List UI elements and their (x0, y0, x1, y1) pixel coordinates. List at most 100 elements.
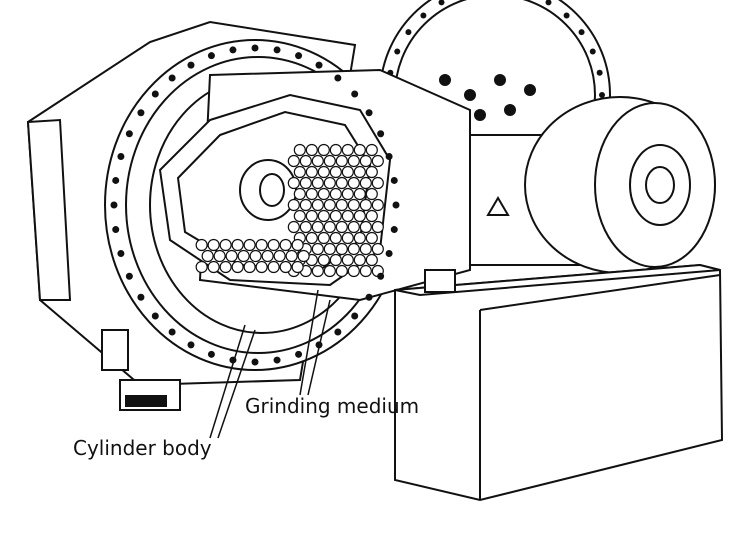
bolt (377, 272, 385, 280)
ball (335, 176, 348, 190)
ball (299, 154, 312, 168)
ball (341, 231, 354, 245)
ball (299, 198, 312, 212)
ball (231, 238, 244, 252)
ball (335, 154, 348, 168)
bolt (295, 52, 303, 60)
disc-bolt (420, 12, 427, 19)
ball (291, 238, 304, 252)
ball (213, 249, 226, 263)
bolt (168, 328, 176, 336)
ball (317, 143, 330, 157)
disc-hole (439, 74, 451, 86)
bolt (365, 293, 373, 301)
ball (371, 176, 384, 190)
bolt (229, 46, 237, 54)
ball (365, 187, 378, 201)
ball (255, 260, 268, 274)
bolt (168, 74, 176, 82)
disc-bolt (563, 12, 570, 19)
ball (359, 154, 372, 168)
ball (371, 242, 384, 256)
disc-bolt (599, 92, 605, 98)
bolt (315, 61, 323, 69)
bolt (207, 52, 215, 60)
ball (359, 176, 372, 190)
ball (317, 231, 330, 245)
ball (249, 249, 262, 263)
ball (243, 260, 256, 274)
ball (317, 209, 330, 223)
disc-hole (464, 89, 476, 101)
bolt (110, 201, 118, 209)
bolt (207, 350, 215, 358)
disc-hole (524, 84, 536, 96)
ball (273, 249, 286, 263)
ball (347, 176, 360, 190)
ball (305, 143, 318, 157)
ball (347, 198, 360, 212)
ball (341, 165, 354, 179)
ball (201, 249, 214, 263)
bolt (385, 250, 393, 258)
ball (365, 231, 378, 245)
bolt (390, 226, 398, 234)
ball (329, 209, 342, 223)
ball (341, 187, 354, 201)
ball (299, 220, 312, 234)
ball (335, 198, 348, 212)
ball (335, 242, 348, 256)
bolt (351, 312, 359, 320)
disc-hole (474, 109, 486, 121)
ball (287, 154, 300, 168)
bolt (112, 226, 120, 234)
bolt (334, 328, 342, 336)
bolt (137, 109, 145, 117)
ball (305, 187, 318, 201)
ball (341, 209, 354, 223)
ball (353, 165, 366, 179)
ball (329, 253, 342, 267)
ball (347, 242, 360, 256)
ball (353, 253, 366, 267)
bolt (137, 293, 145, 301)
ball (311, 198, 324, 212)
bolt (377, 130, 385, 138)
ball (293, 209, 306, 223)
bolt (273, 356, 281, 364)
ball (261, 249, 274, 263)
ball (359, 242, 372, 256)
ball (207, 238, 220, 252)
ball (365, 209, 378, 223)
ball (323, 154, 336, 168)
ball (255, 238, 268, 252)
ball (305, 165, 318, 179)
ball (231, 260, 244, 274)
ball (305, 231, 318, 245)
ball (329, 187, 342, 201)
ball (317, 187, 330, 201)
ball (219, 260, 232, 274)
ball (365, 143, 378, 157)
ball (297, 249, 310, 263)
ball (287, 176, 300, 190)
bolt (112, 176, 120, 184)
ball (237, 249, 250, 263)
bolt (351, 90, 359, 98)
bolt (273, 46, 281, 54)
disc-bolt (405, 29, 412, 36)
ball (293, 165, 306, 179)
ball (353, 209, 366, 223)
disc-bolt (578, 29, 585, 36)
grinding-medium-label: Grinding medium (245, 394, 420, 418)
ball (359, 220, 372, 234)
ball (359, 264, 372, 278)
bolt (125, 272, 133, 280)
ball (267, 260, 280, 274)
ball (341, 253, 354, 267)
disc-hole (494, 74, 506, 86)
ball (293, 187, 306, 201)
ball (311, 154, 324, 168)
pedestal (394, 263, 724, 502)
